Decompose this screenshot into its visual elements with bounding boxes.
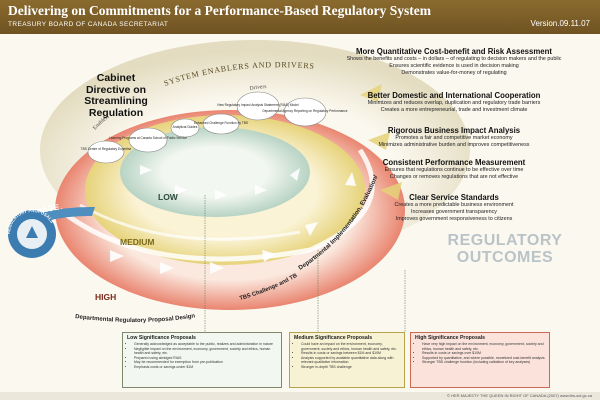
triage-band (8, 206, 95, 236)
flow-arrow (140, 165, 152, 175)
outcome-arrow (380, 182, 402, 200)
cabinet-line: Streamlining (84, 95, 148, 107)
medium-significance-box: Medium Significance Proposals Could have… (289, 332, 405, 388)
outcome-line: Changes or removes regulations that are … (389, 174, 519, 181)
enablers-group (87, 113, 240, 164)
flow-arrow (305, 222, 318, 236)
outcome-performance-measurement: Consistent Performance Measurement Ensur… (318, 158, 590, 181)
header-bar: Delivering on Commitments for a Performa… (0, 0, 600, 34)
outcome-line: Increases government transparency (411, 209, 497, 216)
copyright-text: © HER MAJESTY THE QUEEN IN RIGHT OF CANA… (447, 393, 592, 398)
outcome-title: Rigorous Business Impact Analysis (387, 126, 521, 135)
outcome-title: Clear Service Standards (409, 193, 499, 202)
driver-label: Departmental Agency Reporting on Regulat… (262, 109, 347, 113)
outcome-title: Better Domestic and International Cooper… (367, 91, 541, 100)
level-high-label: HIGH (95, 292, 116, 302)
swirl-stripe (58, 148, 375, 262)
drivers-heading: Drivers (249, 84, 266, 92)
outcome-line: Minimizes and reduces overlap, duplicati… (367, 100, 541, 106)
outcome-service-standards: Clear Service Standards Creates a more p… (318, 193, 590, 224)
outcome-line: Shows the benefits and costs – in dollar… (346, 56, 562, 62)
cabinet-directive-title: Cabinet Directive on Streamlining Regula… (66, 72, 166, 119)
enabler-bubble (128, 127, 168, 153)
outcome-arrow (360, 84, 382, 102)
cabinet-line: Regulation (88, 106, 144, 119)
box-item: Emphasis costs or savings under $1M (134, 365, 277, 370)
enabler-label: TBS Centre of Regulatory Expertise (81, 147, 132, 151)
regulatory-outcomes-line: REGULATORY (447, 232, 563, 249)
outcome-cost-benefit: More Quantitative Cost-benefit and Risk … (318, 47, 590, 78)
swirl-stripe (79, 203, 301, 241)
outcome-line: Demonstrates value-for-money of regulati… (401, 70, 507, 77)
level-medium-label: MEDIUM (120, 237, 154, 247)
recycle-icon (26, 226, 38, 238)
organization-name: TREASURY BOARD OF CANADA SECRETARIAT (8, 21, 169, 28)
box-item: Analysis supported by available quantita… (301, 356, 400, 365)
low-significance-ring (120, 127, 310, 217)
outcome-arrows (360, 84, 402, 200)
outcome-line: Creates a more entrepreneurial, trade an… (380, 107, 528, 114)
outcome-arrow (368, 132, 390, 150)
box-item: Results in costs or savings over $10M (422, 351, 545, 356)
flow-arrow (255, 185, 267, 195)
enabler-bubble (170, 118, 200, 138)
box-item: Prepared using abridged RIAS (134, 356, 277, 361)
enabler-bubble (202, 113, 240, 135)
outcome-line: Ensures that regulations continue to be … (384, 167, 524, 173)
outcome-line: Ensures scientific evidence is used in d… (389, 63, 519, 70)
cabinet-line: Directive on (85, 83, 147, 96)
box-title: High Significance Proposals (415, 335, 486, 341)
box-title: Medium Significance Proposals (294, 335, 373, 341)
driver-bubble (283, 97, 327, 127)
proposal-design-label: Departmental Regulatory Proposal Design (75, 313, 196, 324)
box-item: Supported by quantitative, and where pos… (422, 356, 545, 361)
flow-arrow (210, 262, 224, 274)
outcome-line: Improves government responsiveness to ci… (395, 216, 513, 223)
outcome-line: Promotes a fair and competitive market e… (395, 135, 513, 141)
enabler-label: Learning Programs at Canada School of Pu… (109, 136, 187, 140)
level-low-label: LOW (158, 192, 179, 202)
enabler-label: Enhanced Challenge Function by TBS (194, 121, 248, 125)
drivers-group (236, 91, 327, 127)
box-item: Stronger in-depth TBS challenge (301, 365, 400, 370)
flow-arrow (262, 250, 276, 262)
outcome-cooperation: Better Domestic and International Cooper… (318, 91, 590, 114)
box-title: Low Significance Proposals (127, 335, 196, 341)
cabinet-line: Cabinet (96, 72, 136, 84)
flow-arrows (110, 165, 356, 274)
flow-arrow (290, 168, 300, 181)
box-item: Could have an impact on the environment,… (301, 342, 400, 351)
enabler-label: Analytical Guides (173, 125, 198, 129)
version-label: Version.09.11.07 (530, 19, 590, 28)
flow-arrow (160, 262, 174, 274)
high-significance-box: High Significance Proposals Have very hi… (410, 332, 550, 388)
flow-arrow (175, 185, 187, 195)
regulatory-outcomes-line: OUTCOMES (456, 249, 554, 266)
outcome-title: Consistent Performance Measurement (382, 158, 526, 167)
driver-bubble (236, 91, 280, 121)
flow-arrow (345, 172, 356, 186)
page-title: Delivering on Commitments for a Performa… (8, 3, 432, 18)
box-item: May be recommended for exemption from pr… (134, 360, 277, 365)
flow-arrow (110, 250, 124, 262)
flow-arrow (215, 190, 227, 200)
box-item: Negligible impact on the environment, ec… (134, 347, 277, 356)
box-item: Generally acknowledged as acceptable to … (134, 342, 277, 347)
driver-label: New Regulatory Impact Analysis Statement… (217, 103, 298, 107)
connector-lines (204, 195, 406, 332)
outcome-title: More Quantitative Cost-benefit and Risk … (356, 47, 552, 56)
regulatory-outcomes-heading: REGULATORY OUTCOMES (440, 232, 570, 266)
footer: © HER MAJESTY THE QUEEN IN RIGHT OF CANA… (0, 392, 600, 400)
box-item: Stronger TBS challenge function (includi… (422, 360, 545, 365)
box-item: Have very high impact on the environment… (422, 342, 545, 351)
outcome-line: Creates a more predictable business envi… (394, 202, 514, 208)
box-item: Results in costs or savings between $1M … (301, 351, 400, 356)
outcome-line: Minimizes administrative burden and impr… (378, 142, 530, 149)
outcome-business-impact: Rigorous Business Impact Analysis Promot… (318, 126, 590, 149)
low-significance-box: Low Significance Proposals Generally ack… (122, 332, 282, 388)
enabler-bubble (87, 140, 125, 164)
